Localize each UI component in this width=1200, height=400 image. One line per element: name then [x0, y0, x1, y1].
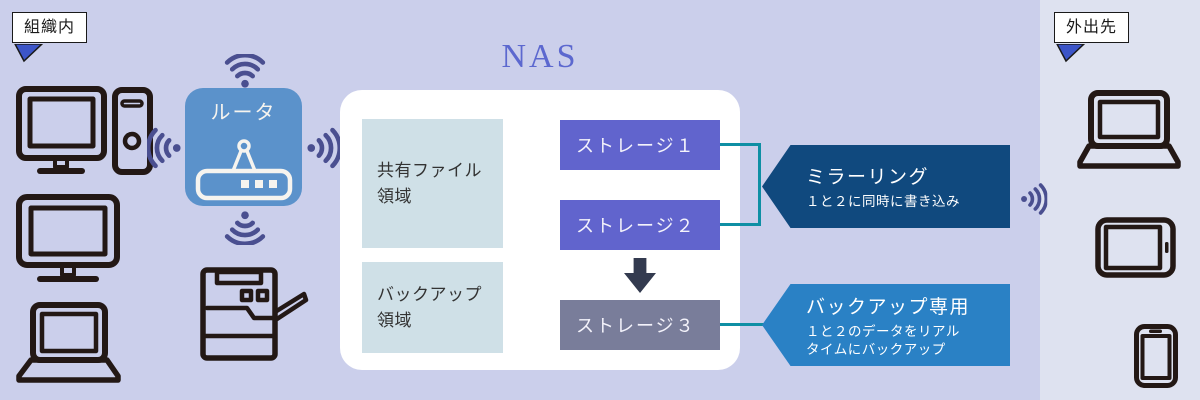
connector-vertical	[758, 143, 761, 226]
storage-3-box: ストレージ３	[560, 300, 720, 350]
laptop-icon	[1077, 90, 1181, 172]
tablet-icon	[1095, 217, 1176, 278]
label-tail-icon	[1056, 44, 1086, 64]
backup-area-box: バックアップ 領域	[362, 262, 503, 353]
backup-subtitle-line1: １と２のデータをリアル	[806, 323, 960, 339]
storage-1-box: ストレージ１	[560, 120, 720, 170]
nas-title: NAS	[501, 38, 579, 75]
router-label: ルータ	[210, 102, 277, 124]
organization-zone-label: 組織内	[12, 12, 88, 44]
mirroring-title: ミラーリング	[806, 167, 930, 189]
shared-file-area-label-2: 領域	[377, 186, 412, 206]
backup-subtitle-line2: タイムにバックアップ	[806, 341, 946, 357]
connector-storage1	[720, 143, 761, 146]
wifi-left-icon	[147, 126, 181, 170]
outside-zone-label: 外出先	[1054, 12, 1130, 44]
copier-icon	[200, 266, 310, 362]
monitor-icon	[16, 194, 120, 286]
storage-1-label: ストレージ１	[576, 136, 696, 156]
wifi-right-icon	[307, 126, 341, 170]
shared-file-area-box: 共有ファイル 領域	[362, 119, 503, 248]
mirroring-callout: ミラーリング １と２に同時に書き込み	[762, 145, 1010, 228]
router-icon	[194, 139, 294, 201]
label-tail-icon	[14, 44, 44, 64]
backup-area-label-2: 領域	[377, 310, 412, 330]
wifi-up-icon	[223, 54, 267, 88]
mirroring-subtitle: １と２に同時に書き込み	[806, 194, 960, 210]
connector-storage3	[720, 323, 764, 326]
backup-callout: バックアップ専用 １と２のデータをリアル タイムにバックアップ	[762, 284, 1010, 366]
router-box: ルータ	[185, 88, 302, 206]
backup-area-label: バックアップ	[377, 285, 482, 304]
backup-title: バックアップ専用	[806, 296, 971, 318]
wifi-down-icon	[223, 211, 267, 245]
laptop-icon	[15, 302, 121, 386]
storage-2-box: ストレージ２	[560, 200, 720, 250]
shared-file-area-label: 共有ファイル	[377, 161, 482, 180]
backup-subtitle: １と２のデータをリアル タイムにバックアップ	[806, 323, 1010, 358]
desktop-pc-icon	[16, 86, 154, 176]
wifi-remote-icon	[1021, 182, 1048, 216]
smartphone-icon	[1134, 324, 1178, 389]
storage-3-label: ストレージ３	[576, 316, 696, 336]
connector-storage2	[720, 223, 761, 226]
storage-2-label: ストレージ２	[576, 216, 696, 236]
